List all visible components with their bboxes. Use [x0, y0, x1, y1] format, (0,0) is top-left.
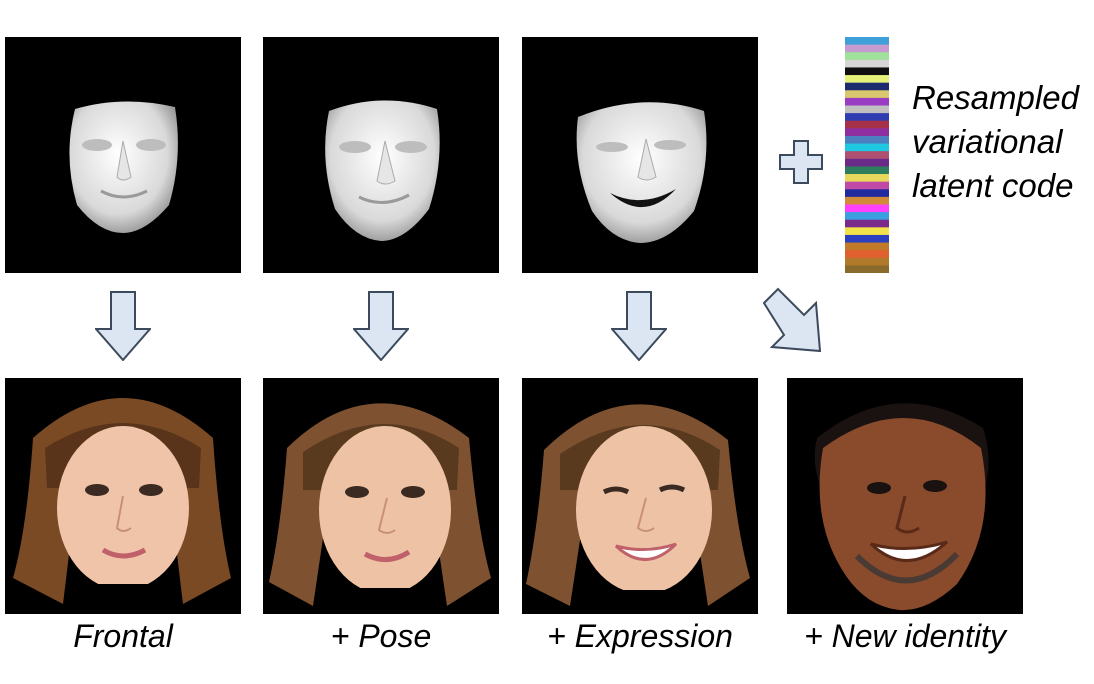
mesh-frontal-image [69, 101, 178, 233]
mesh-expression-panel [522, 37, 758, 273]
latent-stripe [845, 113, 889, 122]
latent-stripe [845, 90, 889, 99]
arrow-down-icon [353, 291, 409, 361]
latent-stripe [845, 105, 889, 114]
latent-stripe [845, 204, 889, 213]
latent-stripe [845, 52, 889, 61]
latent-stripe [845, 44, 889, 53]
mesh-expression-image [576, 102, 707, 243]
latent-stripe [845, 174, 889, 183]
latent-stripe [845, 37, 889, 46]
latent-label-line-3: latent code [912, 167, 1074, 204]
latent-stripe [845, 181, 889, 190]
latent-stripe [845, 189, 889, 198]
latent-stripe [845, 128, 889, 137]
face-expression-panel [522, 378, 758, 614]
face-expression-image [526, 404, 750, 614]
arrow-down-icon [95, 291, 151, 361]
latent-stripe [845, 219, 889, 228]
face-pose-image [269, 403, 491, 614]
face-pose-panel [263, 378, 499, 614]
caption-frontal: Frontal [73, 618, 173, 654]
mesh-pose-panel [263, 37, 499, 273]
latent-stripe [845, 120, 889, 129]
latent-code-label: Resampled variational latent code [912, 76, 1079, 208]
latent-stripe [845, 82, 889, 91]
caption-new-identity: + New identity [804, 618, 1006, 654]
face-frontal-image [13, 398, 231, 614]
face-new-identity-panel [787, 378, 1023, 614]
latent-stripe [845, 158, 889, 167]
latent-stripe [845, 97, 889, 107]
latent-stripe [845, 75, 889, 84]
latent-stripe [845, 234, 889, 244]
latent-stripe [845, 143, 889, 152]
latent-stripe [845, 227, 889, 236]
face-frontal-panel [5, 378, 241, 614]
caption-pose: + Pose [330, 618, 432, 654]
caption-expression: + Expression [547, 618, 733, 654]
latent-stripe [845, 196, 889, 205]
latent-stripe [845, 59, 889, 68]
latent-label-line-2: variational [912, 123, 1063, 160]
arrow-diagonal-icon [762, 287, 822, 353]
latent-stripe [845, 166, 889, 175]
latent-stripe [845, 265, 889, 273]
latent-stripe [845, 151, 889, 160]
latent-stripe [845, 242, 889, 251]
latent-code-bar [845, 37, 889, 273]
face-new-identity-image [814, 403, 989, 611]
mesh-frontal-panel [5, 37, 241, 273]
mesh-pose-image [325, 100, 440, 241]
latent-label-line-1: Resampled [912, 79, 1079, 116]
arrow-down-icon [611, 291, 667, 361]
latent-stripe [845, 67, 889, 76]
latent-stripe [845, 135, 889, 145]
latent-stripe [845, 250, 889, 259]
plus-icon [779, 140, 823, 184]
latent-stripe [845, 257, 889, 266]
latent-stripe [845, 212, 889, 221]
